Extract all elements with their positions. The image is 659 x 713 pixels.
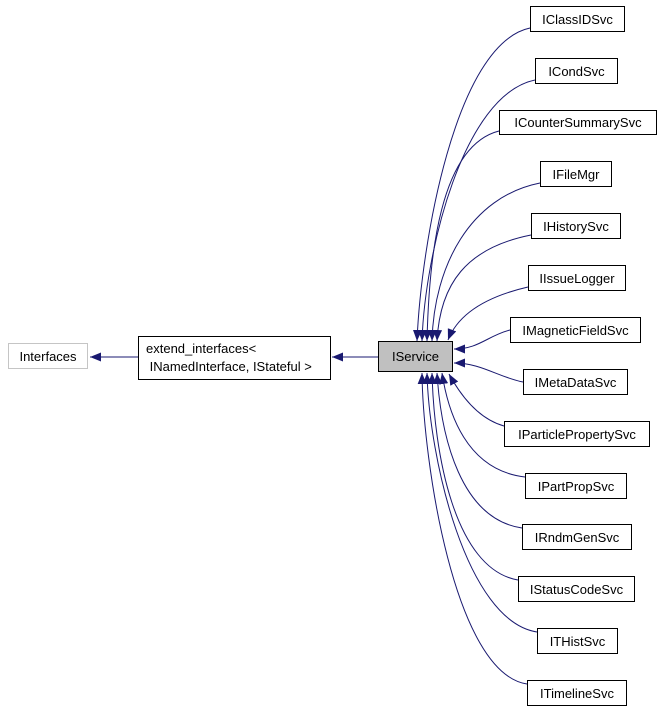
edge-iissuelogger-to-iservice bbox=[447, 286, 529, 341]
node-iparticlepropertysvc[interactable]: IParticlePropertySvc bbox=[504, 421, 650, 447]
edge-ithistsvc-to-iservice bbox=[422, 372, 538, 633]
edge-ipartpropsvc-to-iservice bbox=[439, 372, 526, 478]
node-iissuelogger[interactable]: IIssueLogger bbox=[528, 265, 626, 291]
node-icondsvc[interactable]: ICondSvc bbox=[535, 58, 618, 84]
node-istatuscodesvc[interactable]: IStatusCodeSvc bbox=[518, 576, 635, 602]
edge-ifilemgr-to-iservice bbox=[427, 182, 541, 342]
node-ifilemgr[interactable]: IFileMgr bbox=[540, 161, 612, 187]
node-interfaces[interactable]: Interfaces bbox=[8, 343, 88, 369]
node-imetadatasvc[interactable]: IMetaDataSvc bbox=[523, 369, 628, 395]
edge-istatuscodesvc-to-iservice bbox=[427, 372, 519, 581]
edge-iclassidsvc-to-iservice bbox=[412, 27, 531, 342]
edge-irndmgensvc-to-iservice bbox=[433, 372, 523, 529]
node-ithistsvc[interactable]: ITHistSvc bbox=[537, 628, 618, 654]
node-ihistorysvc[interactable]: IHistorySvc bbox=[531, 213, 621, 239]
extend-interfaces-line2: INamedInterface, IStateful > bbox=[146, 359, 312, 374]
edge-iparticlepropertysvc-to-iservice bbox=[448, 373, 505, 427]
edge-icountersummarysvc-to-iservice bbox=[422, 130, 500, 342]
node-extend-interfaces[interactable]: extend_interfaces< INamedInterface, ISta… bbox=[138, 336, 331, 380]
node-iservice[interactable]: IService bbox=[378, 341, 453, 372]
node-itimelinesvc[interactable]: ITimelineSvc bbox=[527, 680, 627, 706]
extend-interfaces-line1: extend_interfaces< bbox=[146, 341, 257, 357]
node-irndmgensvc[interactable]: IRndmGenSvc bbox=[522, 524, 632, 550]
edge-imetadatasvc-to-iservice bbox=[453, 358, 524, 383]
node-iclassidsvc[interactable]: IClassIDSvc bbox=[530, 6, 625, 32]
edge-itimelinesvc-to-iservice bbox=[417, 372, 528, 685]
edge-ihistorysvc-to-iservice bbox=[433, 234, 532, 342]
edge-imagneticfieldsvc-to-iservice bbox=[453, 329, 511, 354]
node-ipartpropsvc[interactable]: IPartPropSvc bbox=[525, 473, 627, 499]
edge-icondsvc-to-iservice bbox=[417, 79, 536, 342]
node-icountersummarysvc[interactable]: ICounterSummarySvc bbox=[499, 110, 657, 135]
node-imagneticfieldsvc[interactable]: IMagneticFieldSvc bbox=[510, 317, 641, 343]
